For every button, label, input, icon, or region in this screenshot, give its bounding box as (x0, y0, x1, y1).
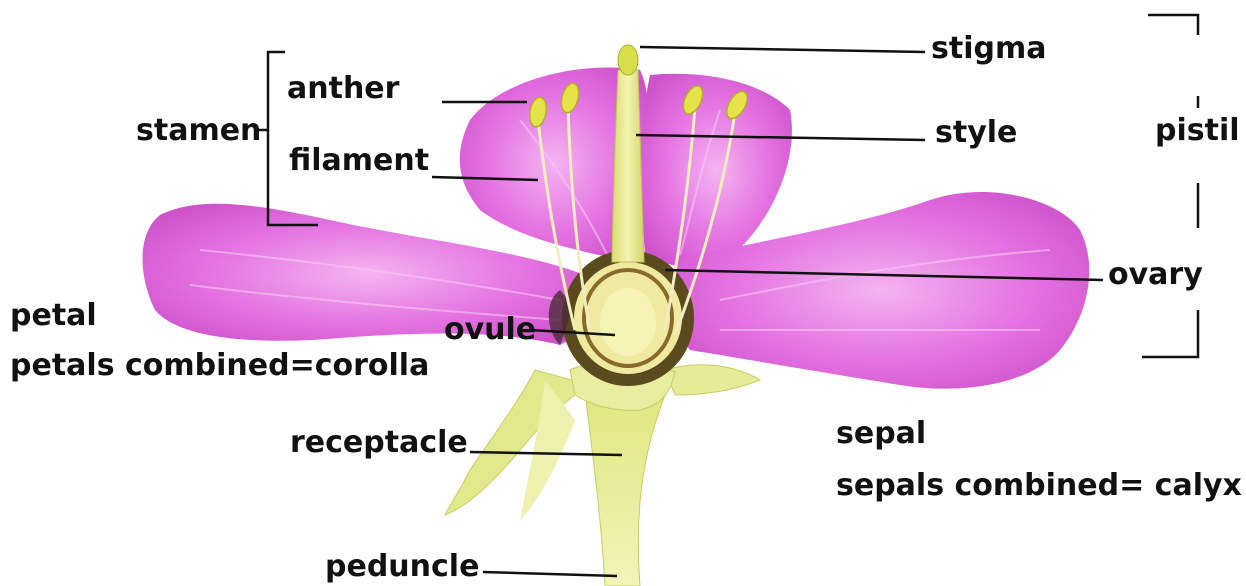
back-petal-right (642, 74, 792, 267)
peduncle-stalk (585, 390, 665, 586)
label-anther: anther (287, 71, 400, 106)
label-sepals-combined: sepals combined= calyx (836, 468, 1242, 503)
stigma-line (640, 47, 925, 52)
label-stigma: stigma (931, 31, 1046, 66)
label-sepal: sepal (836, 416, 926, 451)
label-filament: filament (289, 143, 429, 178)
pistil-bracket-bottom (1142, 310, 1198, 357)
label-ovule: ovule (444, 312, 536, 347)
label-petals-combined: petals combined=corolla (10, 348, 429, 383)
label-stamen: stamen (136, 113, 261, 148)
label-style: style (935, 115, 1017, 150)
label-receptacle: receptacle (290, 425, 468, 460)
sepal-right (665, 365, 760, 395)
pistil-bracket-top (1148, 15, 1198, 35)
label-petal: petal (10, 298, 97, 333)
label-peduncle: peduncle (325, 549, 479, 584)
label-ovary: ovary (1108, 257, 1203, 292)
label-pistil: pistil (1155, 113, 1240, 148)
ovule-body (600, 288, 656, 356)
peduncle-line (483, 572, 617, 576)
style-column (612, 70, 644, 262)
stigma-tip (618, 45, 638, 75)
